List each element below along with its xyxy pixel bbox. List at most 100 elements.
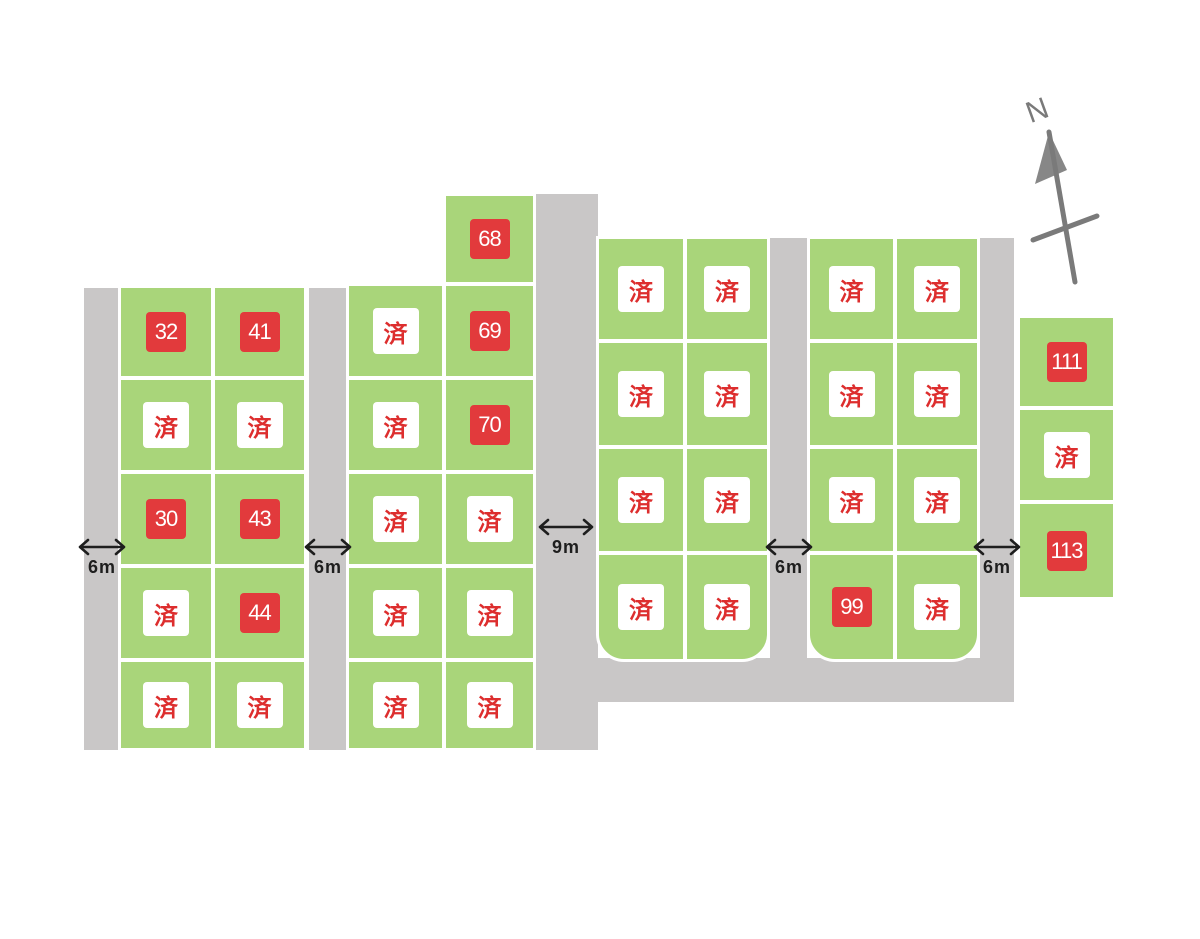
- sold-badge: 済: [704, 266, 750, 312]
- lot-number-badge: 32: [146, 312, 186, 352]
- lot[interactable]: 済: [596, 236, 686, 342]
- sold-badge: 済: [914, 584, 960, 630]
- lot[interactable]: 済: [118, 659, 214, 751]
- lot-number-badge: 43: [239, 499, 280, 539]
- lot[interactable]: 済: [596, 552, 686, 662]
- lot[interactable]: 済: [684, 446, 770, 554]
- road-6m-west: [84, 288, 120, 750]
- lot[interactable]: 済: [894, 446, 980, 554]
- lot-number-badge: 69: [469, 311, 510, 351]
- lot[interactable]: 済: [894, 236, 980, 342]
- sold-badge: 済: [372, 308, 419, 354]
- double-arrow-icon: [973, 538, 1021, 556]
- sold-badge: 済: [828, 371, 875, 417]
- lot-number-badge: 70: [469, 405, 510, 445]
- lot[interactable]: 済: [346, 283, 445, 379]
- lot[interactable]: 済: [346, 565, 445, 661]
- double-arrow-icon: [765, 538, 813, 556]
- double-arrow-icon: [304, 538, 352, 556]
- sold-badge: 済: [914, 266, 960, 312]
- road-9m: [536, 194, 598, 750]
- lot[interactable]: 43: [212, 471, 307, 567]
- lot-number-badge: 111: [1046, 342, 1087, 382]
- road-6m-east: [980, 238, 1014, 700]
- lot[interactable]: 済: [596, 340, 686, 448]
- lot[interactable]: 済: [346, 659, 445, 751]
- lot[interactable]: 済: [443, 565, 536, 661]
- sold-badge: 済: [466, 682, 513, 728]
- lot[interactable]: 済: [894, 552, 980, 662]
- lot[interactable]: 済: [807, 236, 896, 342]
- road-6m-second: [309, 288, 346, 750]
- sold-badge: 済: [618, 371, 664, 417]
- lot[interactable]: 113: [1017, 501, 1116, 600]
- sold-badge: 済: [466, 496, 513, 542]
- road-width-marker: 9m: [536, 515, 596, 575]
- road-width-marker: 6m: [967, 535, 1027, 595]
- sold-badge: 済: [372, 496, 419, 542]
- lot[interactable]: 済: [443, 471, 536, 567]
- lot[interactable]: 済: [684, 552, 770, 662]
- lot[interactable]: 済: [212, 659, 307, 751]
- sold-badge: 済: [618, 584, 664, 630]
- north-label: N: [1022, 92, 1054, 130]
- lot[interactable]: 30: [118, 471, 214, 567]
- road-width-marker: 6m: [72, 535, 132, 595]
- road-width-marker: 6m: [759, 535, 819, 595]
- double-arrow-icon: [538, 518, 594, 536]
- lot[interactable]: 済: [596, 446, 686, 554]
- sold-badge: 済: [143, 402, 189, 448]
- sold-badge: 済: [372, 590, 419, 636]
- lot[interactable]: 済: [346, 471, 445, 567]
- sold-badge: 済: [236, 682, 283, 728]
- sold-badge: 済: [914, 477, 960, 523]
- lot-number-badge: 99: [831, 587, 872, 627]
- sold-badge: 済: [1043, 432, 1090, 478]
- road-south-connector: [536, 658, 1014, 702]
- road-width-label: 6m: [982, 557, 1011, 577]
- lot[interactable]: 済: [118, 377, 214, 473]
- lot[interactable]: 111: [1017, 315, 1116, 409]
- lot[interactable]: 99: [807, 552, 896, 662]
- road-6m-fourth: [770, 238, 807, 678]
- lot[interactable]: 68: [443, 193, 536, 285]
- sold-badge: 済: [704, 477, 750, 523]
- lot[interactable]: 済: [807, 446, 896, 554]
- sold-badge: 済: [236, 402, 283, 448]
- sold-badge: 済: [704, 371, 750, 417]
- road-width-label: 6m: [87, 557, 116, 577]
- double-arrow-icon: [78, 538, 126, 556]
- lot[interactable]: 69: [443, 283, 536, 379]
- road-width-label: 9m: [551, 537, 580, 557]
- sold-badge: 済: [466, 590, 513, 636]
- lot[interactable]: 済: [684, 340, 770, 448]
- sold-badge: 済: [618, 266, 664, 312]
- lot[interactable]: 済: [118, 565, 214, 661]
- road-width-label: 6m: [313, 557, 342, 577]
- sold-badge: 済: [704, 584, 750, 630]
- lot-number-badge: 30: [146, 499, 186, 539]
- lot[interactable]: 44: [212, 565, 307, 661]
- lot[interactable]: 済: [684, 236, 770, 342]
- road-width-marker: 6m: [298, 535, 358, 595]
- lot[interactable]: 70: [443, 377, 536, 473]
- sold-badge: 済: [914, 371, 960, 417]
- lot[interactable]: 済: [212, 377, 307, 473]
- sold-badge: 済: [372, 682, 419, 728]
- lot-number-badge: 113: [1046, 530, 1087, 571]
- lot[interactable]: 済: [443, 659, 536, 751]
- sold-badge: 済: [372, 402, 419, 448]
- sold-badge: 済: [828, 477, 875, 523]
- sold-badge: 済: [618, 477, 664, 523]
- sold-badge: 済: [143, 590, 189, 636]
- lot[interactable]: 済: [346, 377, 445, 473]
- lot-number-badge: 44: [239, 593, 280, 633]
- north-arrow-icon: N: [1022, 92, 1100, 285]
- lot[interactable]: 済: [1017, 407, 1116, 503]
- lot-number-badge: 41: [239, 312, 280, 352]
- lot[interactable]: 済: [807, 340, 896, 448]
- lot[interactable]: 41: [212, 285, 307, 379]
- lot[interactable]: 済: [894, 340, 980, 448]
- lot[interactable]: 32: [118, 285, 214, 379]
